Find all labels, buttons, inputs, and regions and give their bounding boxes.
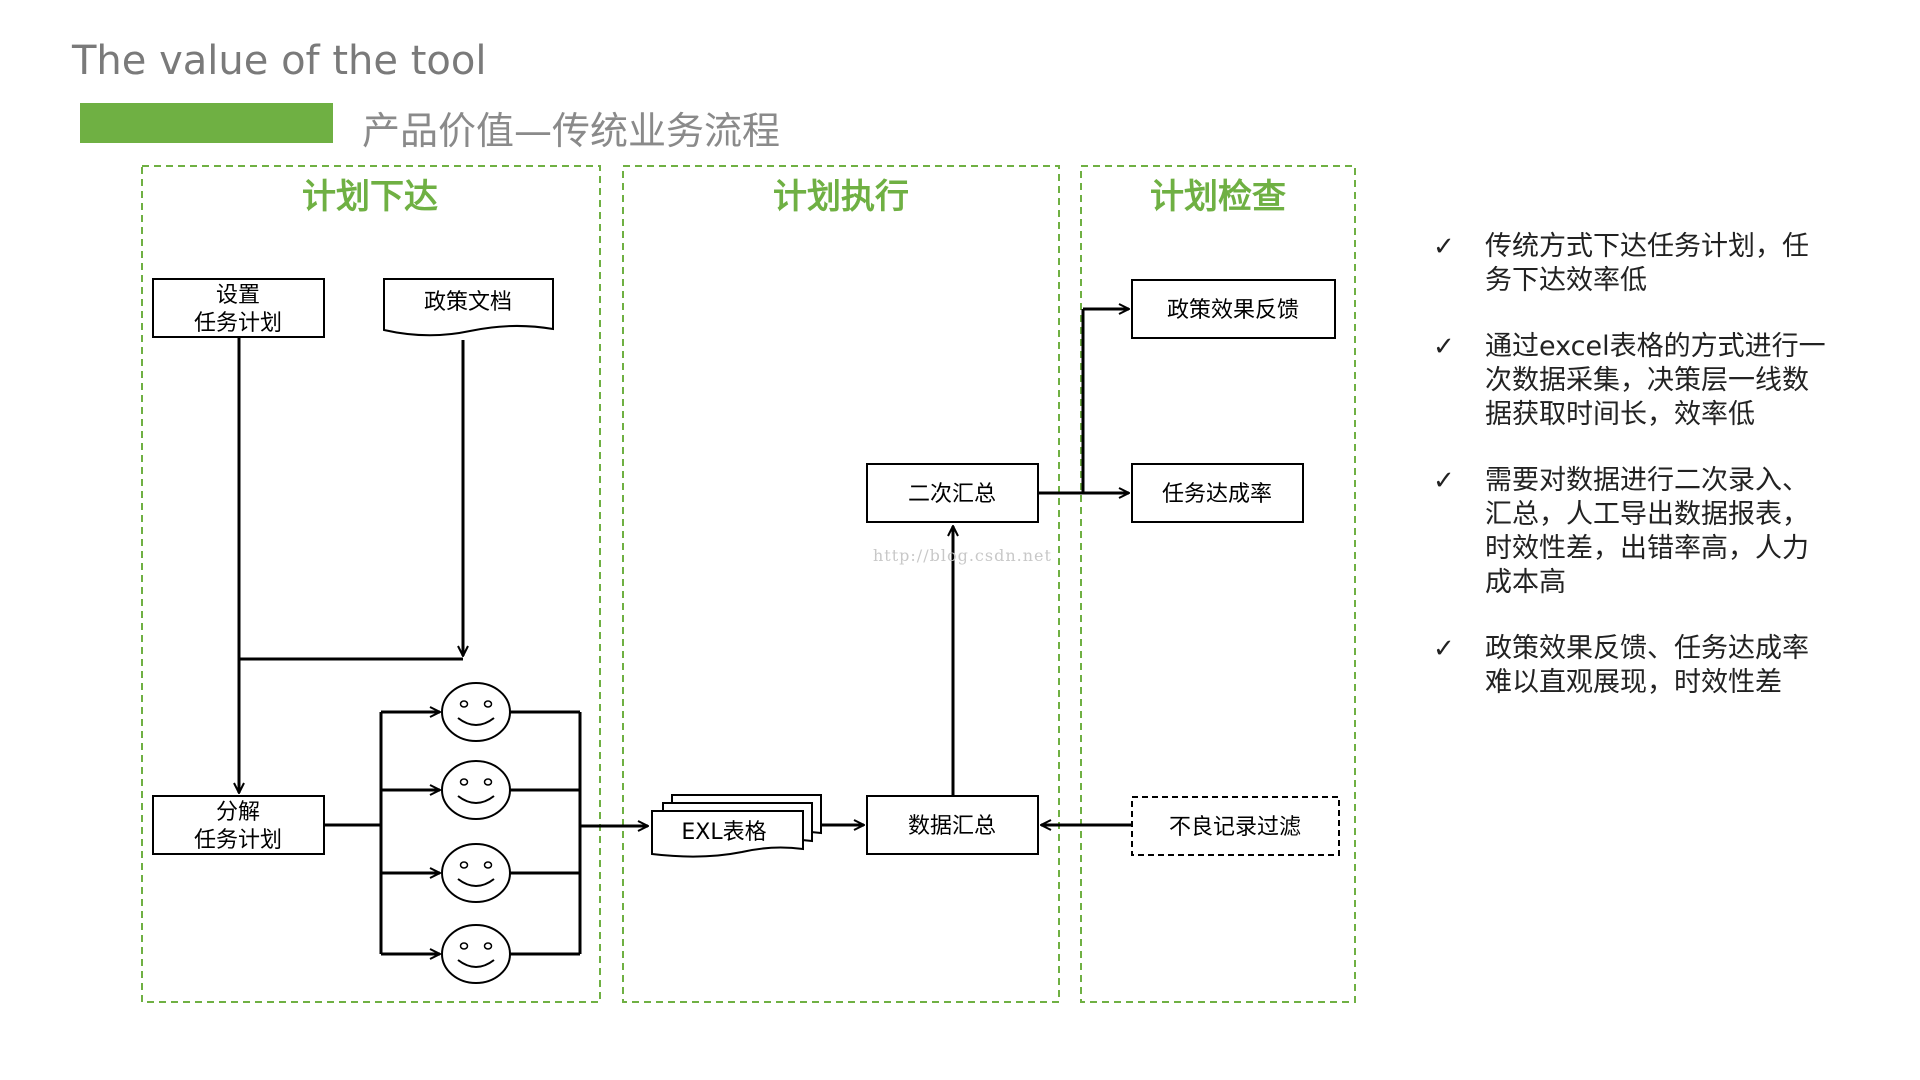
column-title-plan-issue: 计划下达	[302, 177, 438, 217]
bullet-item: ✓ 通过excel表格的方式进行一次数据采集，决策层一线数据获取时间长，效率低	[1433, 330, 1833, 432]
node-bad-record-filter-label: 不良记录过滤	[1169, 815, 1301, 840]
node-set-plan-line1: 设置	[216, 283, 260, 308]
node-policy-doc	[383, 278, 554, 337]
page-subtitle: 产品价值—传统业务流程	[362, 109, 781, 153]
bullet-text: 通过excel表格的方式进行一次数据采集，决策层一线数据获取时间长，效率低	[1485, 331, 1826, 430]
node-exl-table-label: EXL表格	[681, 820, 766, 845]
node-decompose-plan	[152, 795, 325, 855]
node-policy-feedback	[1131, 279, 1336, 339]
node-bad-record-filter	[1131, 796, 1340, 856]
node-exl-table	[651, 794, 822, 858]
page-title: The value of the tool	[72, 38, 487, 84]
smiley-face-icon	[441, 843, 511, 903]
bullet-text: 需要对数据进行二次录入、汇总，人工导出数据报表，时效性差，出错率高，人力成本高	[1485, 465, 1809, 598]
node-secondary-summary	[866, 463, 1039, 523]
bullet-item: ✓ 政策效果反馈、任务达成率难以直观展现，时效性差	[1433, 632, 1833, 700]
column-plan-check	[1080, 165, 1356, 1003]
bullet-item: ✓ 传统方式下达任务计划，任务下达效率低	[1433, 230, 1833, 298]
node-data-summary-label: 数据汇总	[908, 814, 996, 839]
column-title-plan-execute: 计划执行	[773, 177, 909, 217]
smiley-face-icon	[441, 924, 511, 984]
node-policy-feedback-label: 政策效果反馈	[1167, 298, 1299, 323]
column-plan-execute	[622, 165, 1060, 1003]
node-task-rate-label: 任务达成率	[1162, 482, 1272, 507]
node-set-plan-line2: 任务计划	[194, 311, 282, 336]
node-decompose-plan-line1: 分解	[216, 800, 260, 825]
node-decompose-plan-line2: 任务计划	[194, 828, 282, 853]
column-title-plan-check: 计划检查	[1150, 177, 1286, 217]
smiley-face-icon	[441, 682, 511, 742]
bullet-list: ✓ 传统方式下达任务计划，任务下达效率低 ✓ 通过excel表格的方式进行一次数…	[1433, 230, 1833, 732]
check-icon: ✓	[1433, 232, 1455, 262]
column-plan-issue	[141, 165, 601, 1003]
check-icon: ✓	[1433, 332, 1455, 362]
check-icon: ✓	[1433, 634, 1455, 664]
node-secondary-summary-label: 二次汇总	[908, 482, 996, 507]
watermark-text: http://blog.csdn.net	[873, 546, 1052, 565]
bullet-text: 政策效果反馈、任务达成率难以直观展现，时效性差	[1485, 633, 1809, 698]
check-icon: ✓	[1433, 466, 1455, 496]
smiley-face-icon	[441, 760, 511, 820]
node-task-rate	[1131, 463, 1304, 523]
accent-bar	[80, 103, 333, 143]
bullet-item: ✓ 需要对数据进行二次录入、汇总，人工导出数据报表，时效性差，出错率高，人力成本…	[1433, 464, 1833, 600]
node-policy-doc-label: 政策文档	[424, 290, 512, 315]
bullet-text: 传统方式下达任务计划，任务下达效率低	[1485, 231, 1809, 296]
